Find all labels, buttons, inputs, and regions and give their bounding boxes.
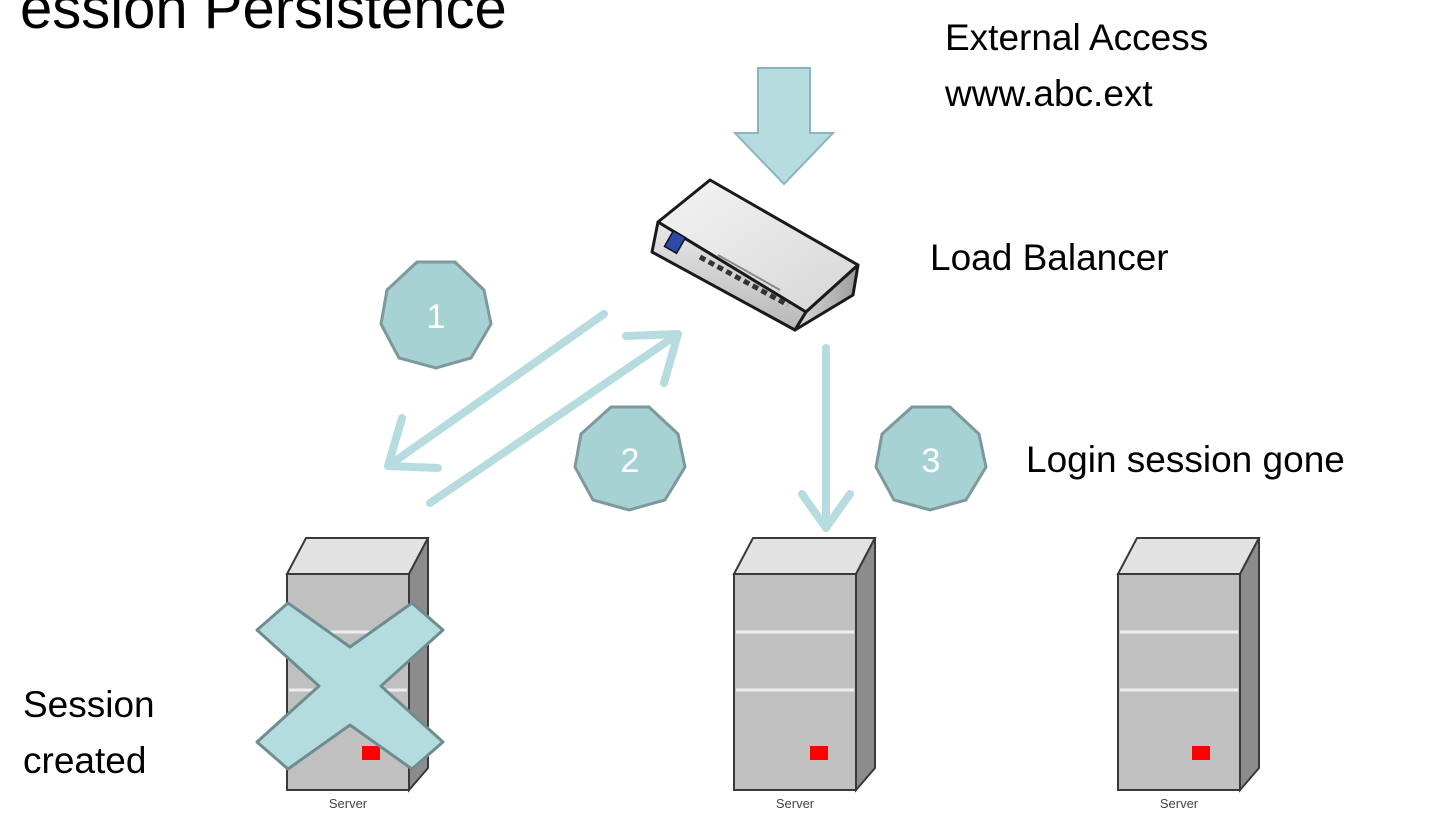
external-access-url: www.abc.ext <box>945 73 1153 114</box>
redirect-arrow-3 <box>798 344 854 532</box>
step-badge-1: 1 <box>379 260 493 370</box>
step-number-2: 2 <box>621 442 640 480</box>
load-balancer-label: Load Balancer <box>930 237 1169 278</box>
session-created-label-line1: Session <box>23 684 155 725</box>
server-2-icon <box>732 537 877 793</box>
load-balancer-icon <box>650 178 860 332</box>
external-access-label: External Access <box>945 17 1209 58</box>
server-2-label: Server <box>775 796 815 811</box>
request-arrow-1 <box>384 310 608 472</box>
server-3-icon <box>1116 537 1261 793</box>
server-3-label: Server <box>1159 796 1199 811</box>
step-number-3: 3 <box>922 442 941 480</box>
failure-cross-icon <box>255 601 445 771</box>
login-session-gone-label: Login session gone <box>1026 439 1345 480</box>
step-badge-2: 2 <box>573 405 687 512</box>
external-access-arrow <box>732 67 836 186</box>
response-arrow-2 <box>426 330 682 507</box>
session-created-label-line2: created <box>23 740 147 781</box>
step-number-1: 1 <box>427 298 446 336</box>
server-1-icon <box>285 537 430 793</box>
server-1-label: Server <box>328 796 368 811</box>
step-badge-3: 3 <box>874 405 988 512</box>
slide-title: ession Persistence <box>20 0 507 41</box>
